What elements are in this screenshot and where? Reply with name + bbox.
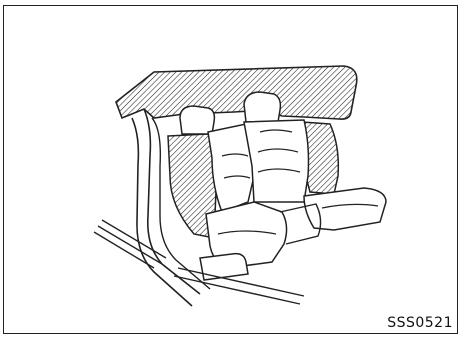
- seat-back-center: [244, 120, 309, 202]
- vehicle-seat-side-curtain-airbag-icon: [4, 6, 459, 335]
- headrest-center: [244, 92, 280, 122]
- floor-sill-left: [102, 220, 166, 258]
- headrest-left: [180, 106, 214, 134]
- figure-frame: SSS0521: [3, 5, 458, 334]
- curtain-airbag-roof: [116, 66, 357, 119]
- figure-code: SSS0521: [387, 315, 453, 331]
- seat-cushion-right: [304, 188, 386, 230]
